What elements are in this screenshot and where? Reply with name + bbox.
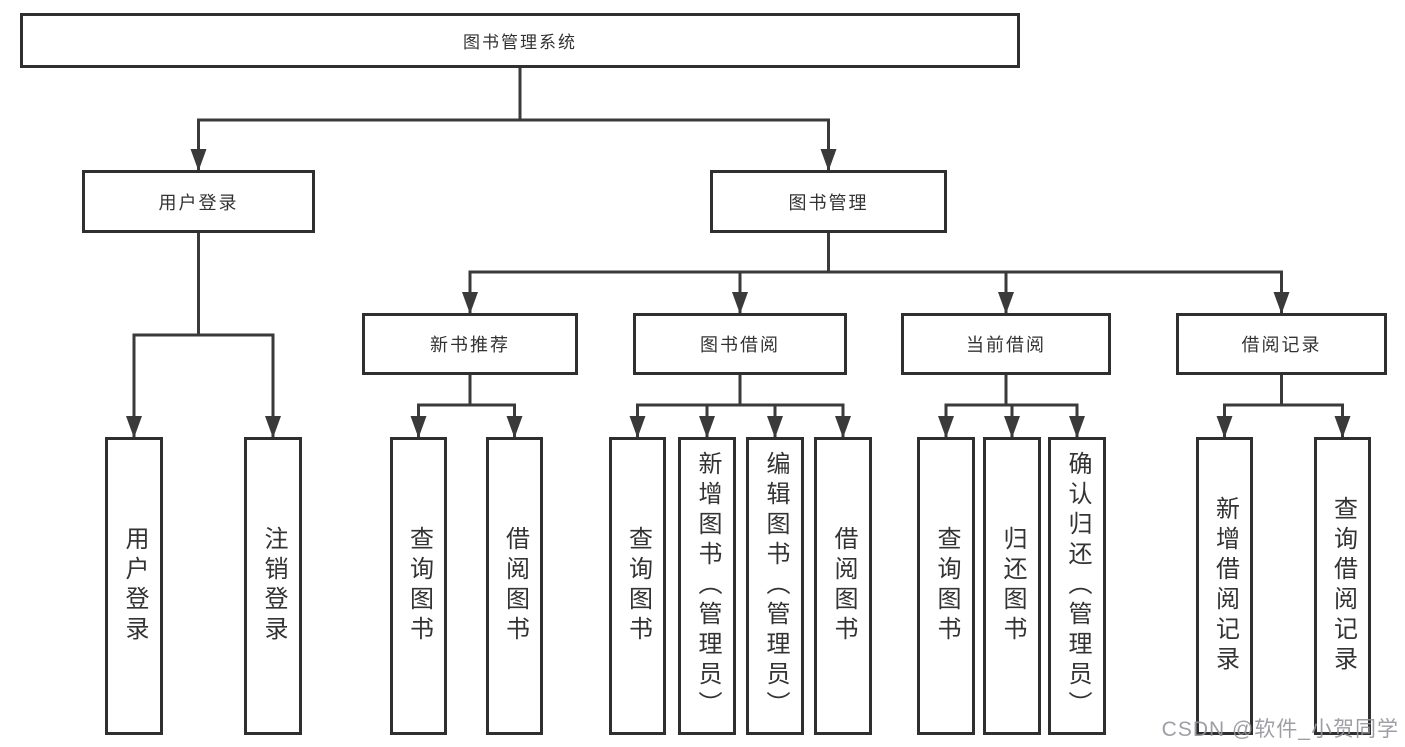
node-ul-login: 用户登录 (105, 437, 163, 735)
node-label-nb-query: 查询图书 (405, 526, 433, 646)
node-label-current: 当前借阅 (966, 335, 1046, 355)
node-label-b-borrow: 借阅图书 (830, 526, 857, 646)
node-c-return: 归还图书 (983, 437, 1041, 735)
node-b-borrow: 借阅图书 (814, 437, 872, 735)
node-records: 借阅记录 (1176, 313, 1387, 375)
node-book-mgmt: 图书管理 (710, 170, 947, 233)
node-nb-query: 查询图书 (390, 437, 447, 735)
node-label-ul-logout: 注销登录 (260, 526, 287, 646)
node-label-book-mgmt: 图书管理 (788, 192, 869, 213)
node-current: 当前借阅 (901, 313, 1111, 375)
node-r-query: 查询借阅记录 (1314, 437, 1371, 735)
node-label-root: 图书管理系统 (463, 33, 577, 52)
node-label-ul-login: 用户登录 (121, 526, 148, 646)
node-c-query: 查询图书 (917, 437, 975, 735)
node-label-c-query: 查询图书 (933, 526, 960, 646)
node-label-borrow: 图书借阅 (700, 335, 780, 355)
node-root: 图书管理系统 (20, 13, 1020, 68)
node-label-c-return: 归还图书 (999, 526, 1026, 646)
node-label-b-add: 新增图书（管理员） (694, 451, 721, 721)
node-c-confirm: 确认归还（管理员） (1048, 437, 1106, 735)
node-label-new-book: 新书推荐 (430, 335, 510, 355)
node-b-edit: 编辑图书（管理员） (746, 437, 804, 735)
node-nb-borrow: 借阅图书 (486, 437, 543, 735)
node-b-add: 新增图书（管理员） (678, 437, 736, 735)
node-b-query: 查询图书 (609, 437, 666, 735)
node-user-login: 用户登录 (82, 170, 315, 233)
node-label-r-add: 新增借阅记录 (1211, 496, 1239, 676)
node-label-b-edit: 编辑图书（管理员） (762, 451, 789, 721)
node-label-user-login: 用户登录 (158, 192, 239, 213)
csdn-watermark: CSDN @软件_小贺同学 (1161, 718, 1399, 741)
node-new-book: 新书推荐 (362, 313, 578, 375)
node-label-records: 借阅记录 (1241, 335, 1322, 355)
node-label-r-query: 查询借阅记录 (1329, 496, 1357, 676)
node-label-b-query: 查询图书 (624, 526, 652, 646)
node-ul-logout: 注销登录 (244, 437, 302, 735)
node-borrow: 图书借阅 (633, 313, 847, 375)
node-label-c-confirm: 确认归还（管理员） (1064, 451, 1091, 721)
node-r-add: 新增借阅记录 (1196, 437, 1253, 735)
node-label-nb-borrow: 借阅图书 (501, 526, 529, 646)
